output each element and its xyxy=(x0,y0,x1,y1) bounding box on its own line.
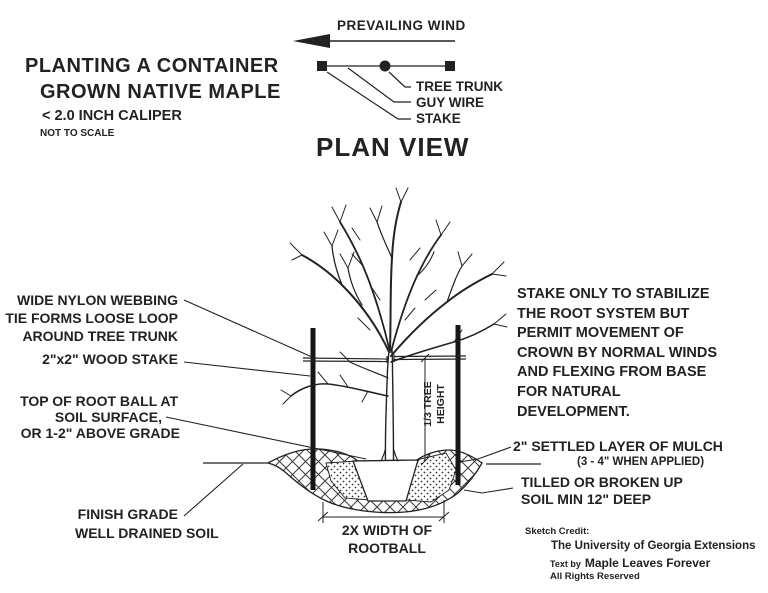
credit-text-by-name: Maple Leaves Forever xyxy=(584,556,711,570)
mulch-label: 2" SETTLED LAYER OF MULCH xyxy=(513,438,723,454)
guy-wire xyxy=(302,354,467,363)
credit-heading: Sketch Credit: xyxy=(525,526,590,537)
credit-org: The University of Georgia Extensions xyxy=(551,540,756,552)
leader-rootball-top xyxy=(165,416,367,460)
stake-marker-left-icon xyxy=(317,61,327,71)
rootball-width-dim-label: 2X WIDTH OF ROOTBALL xyxy=(341,522,433,556)
well-drained-label: WELL DRAINED SOIL xyxy=(75,525,219,541)
stake-note: STAKE ONLY TO STABILIZE THE ROOT SYSTEM … xyxy=(517,286,718,420)
webbing-label-line2: TIE FORMS LOOSE LOOP xyxy=(5,310,178,326)
rootball-label-line1: TOP OF ROOT BALL AT xyxy=(20,393,178,409)
prevailing-wind-label: PREVAILING WIND xyxy=(337,18,466,33)
plan-view-drawing xyxy=(317,60,455,120)
tilled-soil-label: TILLED OR BROKEN UP SOIL MIN 12" DEEP xyxy=(521,474,683,507)
root-ball xyxy=(352,459,419,502)
leader-finish-grade xyxy=(183,463,244,517)
title-line-2: GROWN NATIVE MAPLE xyxy=(40,81,281,103)
credit-text-by-prefix: Text by xyxy=(550,559,581,569)
plan-view-title: PLAN VIEW xyxy=(316,132,470,162)
wood-stake-label: 2"x2" WOOD STAKE xyxy=(42,351,178,367)
title-scale-note: NOT TO SCALE xyxy=(40,128,115,139)
leader-webbing xyxy=(183,299,313,358)
plan-stake-label: STAKE xyxy=(416,111,461,126)
tree-height-dimension xyxy=(420,353,430,466)
tree-height-dim-label: 1/3 TREE HEIGHT xyxy=(422,381,447,427)
leader-guy-wire xyxy=(347,67,411,103)
webbing-label-line3: AROUND TREE TRUNK xyxy=(22,328,178,344)
title-line-1: PLANTING A CONTAINER xyxy=(25,55,279,77)
plan-tree-trunk-label: TREE TRUNK xyxy=(416,79,503,94)
credit-rights: All Rights Reserved xyxy=(550,571,640,582)
leader-stake xyxy=(326,71,411,120)
leader-tree-trunk xyxy=(388,71,411,88)
credit-text-by: Text by Maple Leaves Forever xyxy=(550,556,710,570)
title-caliper: < 2.0 INCH CALIPER xyxy=(42,108,182,124)
tree-drawing xyxy=(280,187,508,462)
rootball-label-line2: SOIL SURFACE, xyxy=(54,409,162,425)
right-stake xyxy=(455,325,461,485)
mulch-sub-label: (3 - 4" WHEN APPLIED) xyxy=(577,456,705,468)
stake-marker-right-icon xyxy=(445,61,455,71)
leader-tilled xyxy=(463,487,514,494)
prevailing-wind-arrow xyxy=(293,34,455,48)
tree-trunk-marker-icon xyxy=(379,60,391,72)
rootball-label-line3: OR 1-2" ABOVE GRADE xyxy=(20,425,180,441)
label-leaders xyxy=(165,299,514,517)
finish-grade-label: FINISH GRADE xyxy=(77,506,178,522)
left-stake xyxy=(310,328,316,490)
rootball-width-dimension xyxy=(317,500,450,523)
ground-lines xyxy=(203,462,541,465)
leader-wood-stake xyxy=(183,361,311,377)
webbing-label-line1: WIDE NYLON WEBBING xyxy=(17,292,178,308)
planting-hole xyxy=(266,448,483,514)
leader-mulch xyxy=(458,446,512,463)
stakes xyxy=(310,325,461,490)
plan-guy-wire-label: GUY WIRE xyxy=(416,95,485,110)
